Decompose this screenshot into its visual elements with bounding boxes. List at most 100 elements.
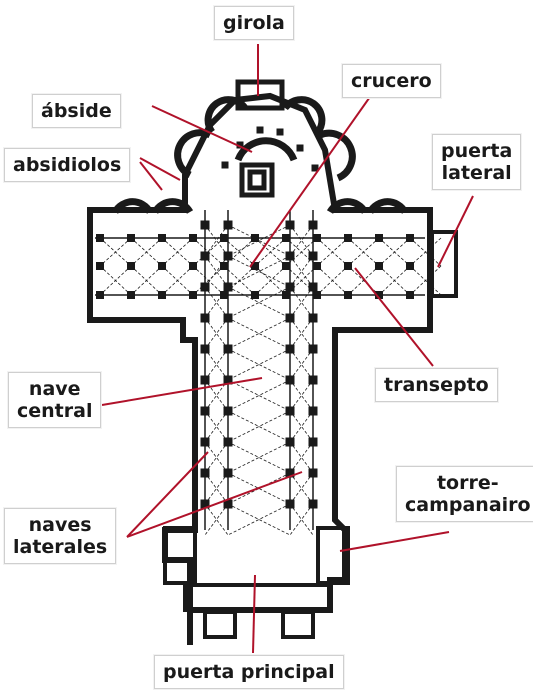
label-nave-central-line2: central (17, 400, 93, 422)
label-abside: ábside (32, 94, 121, 128)
pier (285, 251, 295, 261)
vault-rib (223, 237, 256, 267)
vault-rib (204, 255, 229, 288)
vault-rib (227, 317, 291, 350)
pier (344, 291, 352, 299)
pier (308, 375, 318, 385)
pier (308, 313, 318, 323)
vault-rib (204, 224, 229, 257)
girola-chapel (235, 79, 285, 198)
label-torre-line2: campanairo (405, 494, 531, 516)
pier (308, 499, 318, 509)
pier (221, 161, 229, 169)
vault-rib (204, 317, 229, 350)
pier (220, 234, 228, 242)
pier (308, 468, 318, 478)
label-girola: girola (214, 6, 294, 40)
pier (220, 291, 228, 299)
pier (276, 128, 284, 136)
pier (311, 164, 319, 172)
vault-rib (254, 265, 287, 296)
pier (96, 234, 104, 242)
vault-rib (289, 224, 314, 257)
leader-lines (101, 44, 474, 654)
pier (220, 262, 228, 270)
vault-rib (289, 410, 314, 443)
pier (200, 375, 210, 385)
pier (285, 499, 295, 509)
vault-rib (316, 265, 349, 296)
vault-rib (289, 286, 314, 319)
vault-rib (227, 503, 291, 536)
pier (223, 251, 233, 261)
pier (200, 437, 210, 447)
label-crucero: crucero (342, 64, 441, 98)
vault-rib (289, 348, 314, 381)
pier (285, 375, 295, 385)
vault-rib (204, 410, 229, 443)
vault-rib (289, 317, 314, 350)
vault-rib (99, 237, 132, 267)
vault-rib (227, 441, 291, 474)
pier (251, 262, 259, 270)
vault-rib (204, 348, 229, 381)
pier (200, 468, 210, 478)
vault-rib (227, 348, 291, 381)
vault-rib (227, 472, 291, 505)
label-puerta-lateral-line2: lateral (441, 162, 512, 184)
vault-rib (289, 503, 314, 536)
pier (200, 282, 210, 292)
pier (406, 234, 414, 242)
absidiolos-arcs (111, 96, 409, 214)
pier (127, 234, 135, 242)
pier (223, 375, 233, 385)
pier (189, 234, 197, 242)
vault-rib (227, 348, 291, 381)
vault-rib (289, 379, 314, 412)
towers-entrance (163, 230, 458, 639)
vault-rib (161, 237, 194, 267)
pier (200, 220, 210, 230)
pier (308, 282, 318, 292)
pier (223, 437, 233, 447)
vault-rib (409, 265, 442, 296)
vault-rib (227, 410, 291, 443)
vault-rib (289, 441, 314, 474)
pier (285, 406, 295, 416)
vault-rib (227, 379, 291, 412)
pier (223, 499, 233, 509)
pier-columns (96, 126, 414, 509)
vault-rib (347, 237, 380, 267)
pier (308, 251, 318, 261)
vault-rib (204, 472, 229, 505)
pier (285, 344, 295, 354)
vault-rib (227, 286, 291, 319)
label-absidiolos-text: absidiolos (13, 154, 122, 176)
label-abside-text: ábside (41, 100, 112, 122)
vault-rib (204, 379, 229, 412)
pier (313, 291, 321, 299)
pier (308, 220, 318, 230)
vault-rib (227, 410, 291, 443)
label-puerta-principal: puerta principal (154, 655, 344, 689)
pier (223, 344, 233, 354)
pier (285, 437, 295, 447)
vault-rib (289, 255, 314, 288)
vault-rib (227, 224, 291, 257)
pier (158, 262, 166, 270)
pier (96, 262, 104, 270)
pier (375, 262, 383, 270)
vault-rib (227, 317, 291, 350)
pier (200, 499, 210, 509)
vault-rib (227, 286, 291, 319)
vault-rib (289, 286, 314, 319)
vault-rib (204, 348, 229, 381)
vault-rib (204, 503, 229, 536)
vault-rib (289, 224, 314, 257)
label-naves-laterales-line2: laterales (13, 536, 108, 558)
pier (308, 437, 318, 447)
